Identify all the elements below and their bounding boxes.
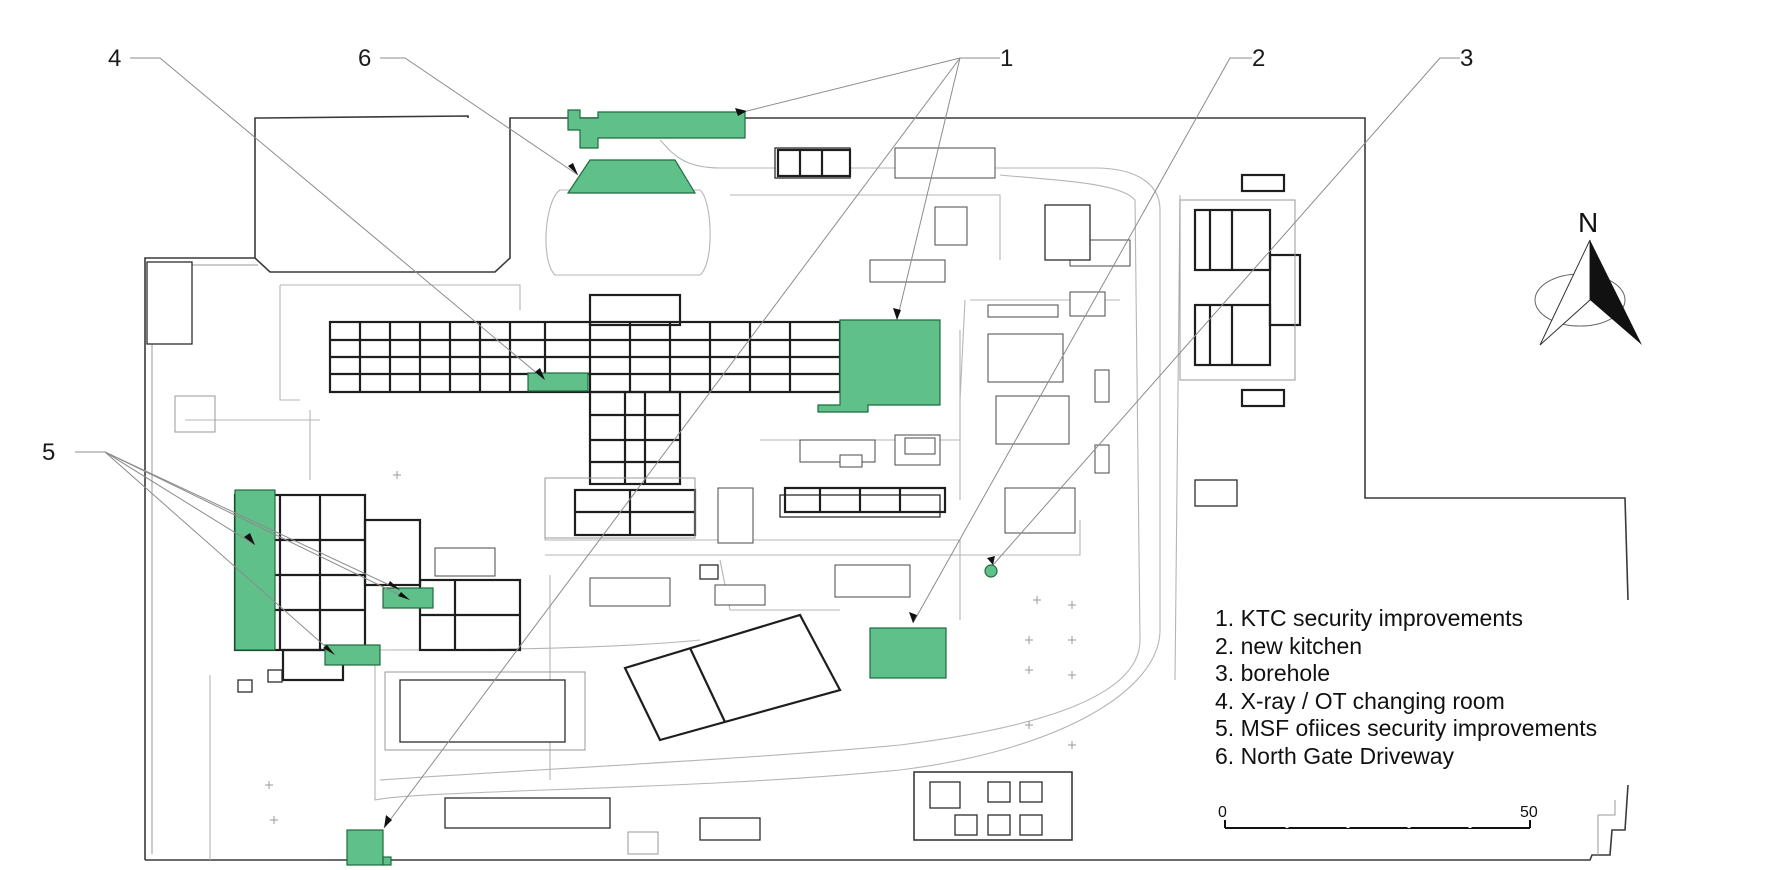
callout-4: 4 — [108, 45, 121, 72]
callout-2: 2 — [1252, 45, 1265, 72]
ktc-east-building-zone — [817, 319, 941, 413]
north-gate-driveway-zone — [566, 159, 697, 194]
borehole-zone — [984, 564, 998, 578]
north-arrow-icon: N — [1534, 207, 1642, 346]
ktc-gatehouse-zone — [567, 109, 746, 149]
callout-leader-lines — [75, 57, 1460, 829]
main-hospital-building — [328, 293, 842, 539]
callout-6: 6 — [358, 45, 371, 72]
callout-5: 5 — [42, 439, 55, 466]
scale-end-label: 50 — [1520, 804, 1538, 821]
legend-item-4: 4. X-ray / OT changing room — [1215, 688, 1505, 714]
msf-offices-zone-south — [324, 644, 381, 666]
callout-labels: 4 6 1 2 3 5 — [42, 45, 1473, 466]
east-ward-building — [1179, 173, 1302, 408]
rotated-building — [623, 613, 842, 742]
ward-building — [783, 486, 947, 514]
new-kitchen-zone — [869, 627, 947, 679]
ktc-south-gate-zone — [346, 829, 384, 866]
scale-bar: 0 50 — [1218, 804, 1538, 829]
north-label: N — [1578, 207, 1598, 238]
scale-start-label: 0 — [1218, 804, 1227, 821]
legend-item-2: 2. new kitchen — [1215, 633, 1362, 659]
legend-item-6: 6. North Gate Driveway — [1215, 743, 1455, 769]
legend-item-3: 3. borehole — [1215, 660, 1330, 686]
callout-3: 3 — [1460, 45, 1473, 72]
callout-1: 1 — [1000, 45, 1013, 72]
legend-item-1: 1. KTC security improvements — [1215, 605, 1523, 631]
site-buildings — [146, 147, 1238, 855]
legend: 1. KTC security improvements 2. new kitc… — [1215, 605, 1597, 769]
north-gate-building — [776, 148, 852, 178]
site-markers — [265, 471, 1076, 824]
msf-offices-zone-west — [234, 489, 276, 651]
legend-item-5: 5. MSF ofiices security improvements — [1215, 715, 1597, 741]
xray-changing-room-zone — [527, 372, 589, 392]
